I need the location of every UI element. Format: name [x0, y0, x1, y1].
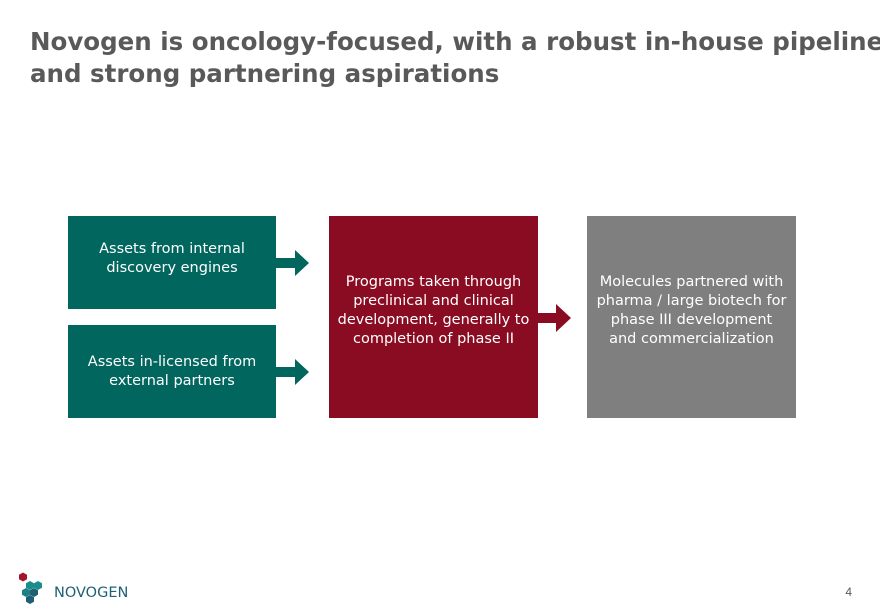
box-text-line: completion of phase II	[352, 331, 514, 347]
slide-title: Novogen is oncology-focused, with a robu…	[30, 26, 880, 90]
box-text-line: development, generally to	[337, 312, 530, 328]
arrow-right-icon	[276, 250, 309, 276]
novogen-logo: NOVOGEN	[18, 572, 128, 604]
partnered-molecules-box: Molecules partnered with pharma / large …	[587, 216, 796, 418]
partnered-molecules-text: Molecules partnered with pharma / large …	[597, 273, 787, 349]
hexagon-cluster-icon	[19, 572, 42, 604]
box-text-line: Assets in-licensed from	[87, 353, 257, 370]
page-number: 4	[845, 585, 852, 599]
box-text-line: external partners	[109, 372, 235, 389]
arrow-right-icon	[538, 304, 571, 332]
box-text-line: discovery engines	[106, 259, 238, 276]
slide-title-line: and strong partnering aspirations	[30, 59, 500, 88]
box-text-line: preclinical and clinical	[353, 293, 514, 309]
box-text-line: Molecules partnered with	[599, 274, 784, 290]
programs-text: Programs taken through preclinical and c…	[338, 273, 530, 349]
internal-discovery-box: Assets from internal discovery engines	[68, 216, 276, 309]
programs-box: Programs taken through preclinical and c…	[329, 216, 538, 418]
internal-discovery-text: Assets from internal discovery engines	[99, 240, 245, 278]
box-text-line: pharma / large biotech for	[596, 293, 787, 309]
in-licensed-assets-text: Assets in-licensed from external partner…	[88, 353, 256, 391]
box-text-line: and commercialization	[609, 331, 774, 347]
in-licensed-assets-box: Assets in-licensed from external partner…	[68, 325, 276, 418]
box-text-line: Assets from internal	[99, 240, 245, 257]
box-text-line: Programs taken through	[345, 274, 522, 290]
box-text-line: phase III development	[610, 312, 773, 328]
novogen-wordmark: NOVOGEN	[54, 584, 129, 601]
arrow-right-icon	[276, 359, 309, 385]
slide-title-line: Novogen is oncology-focused, with a robu…	[30, 27, 880, 56]
